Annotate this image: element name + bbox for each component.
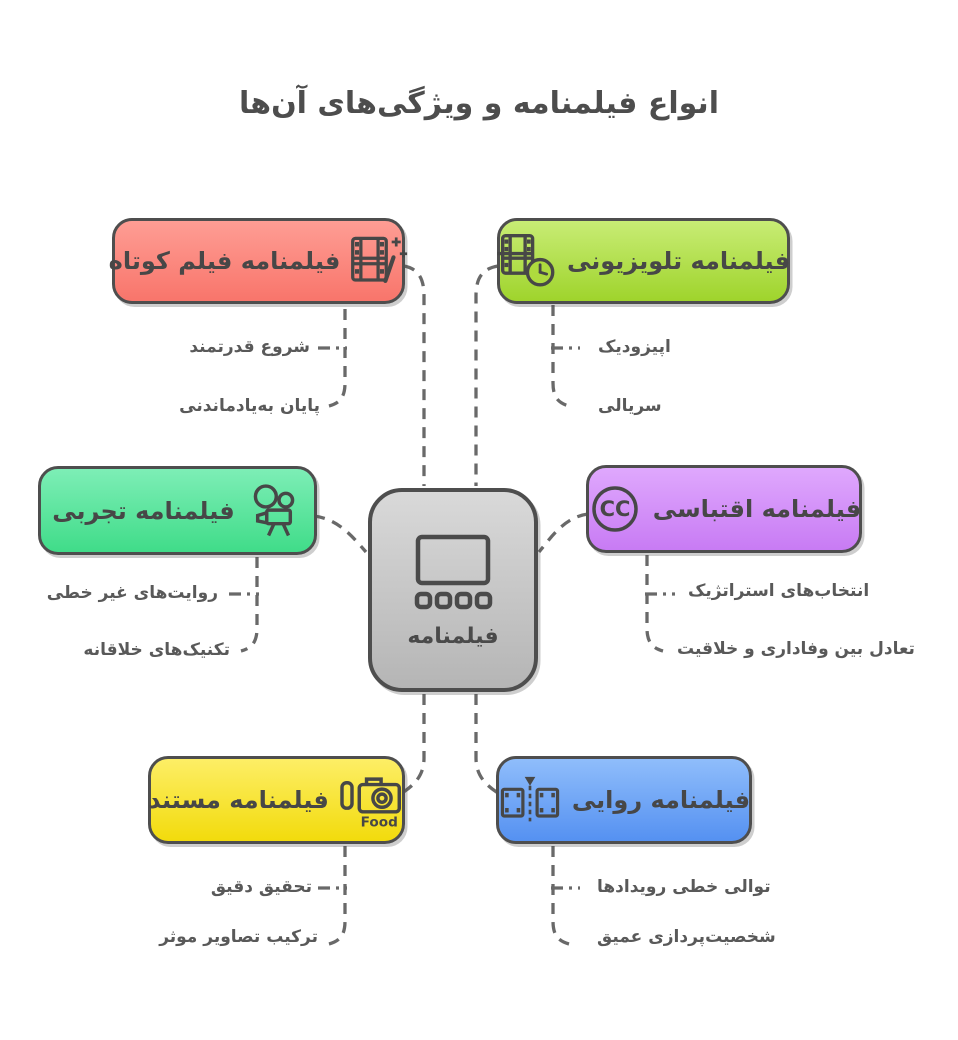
- edge-narrative-leaves: [551, 846, 570, 946]
- edge-experimental-center: [313, 514, 368, 554]
- leaf-tv-2: سریالی: [598, 396, 662, 416]
- food-camera-icon: Food: [340, 777, 401, 830]
- node-center-label: فیلمنامه: [407, 623, 499, 649]
- edge-adapted-center: [537, 512, 589, 554]
- edge-center-narrative: [474, 694, 499, 795]
- node-tv: فیلمنامه تلویزیونی: [497, 218, 790, 304]
- leaf-tv-1: اپیزودیک: [598, 337, 671, 357]
- node-adapted-label: فیلمنامه اقتباسی: [652, 495, 862, 523]
- node-narrative: فیلمنامه روایی: [496, 756, 752, 844]
- node-short-film: فیلمنامه فیلم کوتاه: [108, 218, 408, 304]
- leaf-narrative-1: توالی خطی رویدادها: [597, 877, 771, 897]
- movie-camera-icon: [253, 483, 295, 536]
- node-experimental: فیلمنامه تجربی: [38, 466, 317, 555]
- node-documentary: Food فیلمنامه مستند: [148, 756, 405, 844]
- film-marker-icon: [500, 776, 560, 822]
- film-clock-icon: [497, 234, 555, 287]
- node-short-film-label: فیلمنامه فیلم کوتاه: [108, 247, 341, 275]
- edge-tv-leaves: [551, 305, 570, 408]
- leaf-adapted-2: تعادل بین وفاداری و خلاقیت: [677, 639, 915, 659]
- leaf-documentary-1: تحقیق دقیق: [210, 877, 312, 897]
- edge-shortfilm-leaves: [328, 309, 347, 408]
- leaf-short-film-1: شروع قدرتمند: [189, 337, 310, 357]
- film-wand-icon: [351, 236, 408, 284]
- leaf-experimental-1: روایت‌های غیر خطی: [46, 583, 218, 603]
- svg-text:CC: CC: [599, 497, 630, 521]
- node-narrative-label: فیلمنامه روایی: [571, 786, 751, 814]
- edge-shortfilm-center: [403, 264, 426, 486]
- storyboard-icon: [414, 534, 493, 609]
- node-experimental-label: فیلمنامه تجربی: [52, 496, 235, 525]
- edge-center-documentary: [401, 694, 426, 795]
- node-center-screenplay: فیلمنامه: [368, 488, 538, 692]
- leaf-short-film-2: پایان به‌یادماندنی: [179, 396, 320, 416]
- leaf-narrative-2: شخصیت‌پردازی عمیق: [597, 927, 776, 947]
- edge-documentary-leaves: [328, 846, 347, 946]
- svg-text:Food: Food: [361, 814, 398, 830]
- node-tv-label: فیلمنامه تلویزیونی: [566, 247, 791, 275]
- leaf-documentary-2: ترکیب تصاویر موثر: [159, 927, 318, 947]
- leaf-experimental-2: تکنیک‌های خلاقانه: [83, 640, 230, 660]
- cc-icon: CC: [592, 486, 638, 532]
- node-documentary-label: فیلمنامه مستند: [148, 786, 329, 814]
- edge-adapted-leaves: [645, 555, 664, 653]
- edge-tv-center: [474, 264, 499, 486]
- page-title: انواع فیلمنامه و ویژگی‌های آن‌ها: [239, 86, 719, 121]
- node-adapted: فیلمنامه اقتباسی CC: [586, 465, 862, 553]
- leaf-adapted-1: انتخاب‌های استراتژیک: [688, 581, 870, 601]
- edge-experimental-leaves: [240, 557, 259, 653]
